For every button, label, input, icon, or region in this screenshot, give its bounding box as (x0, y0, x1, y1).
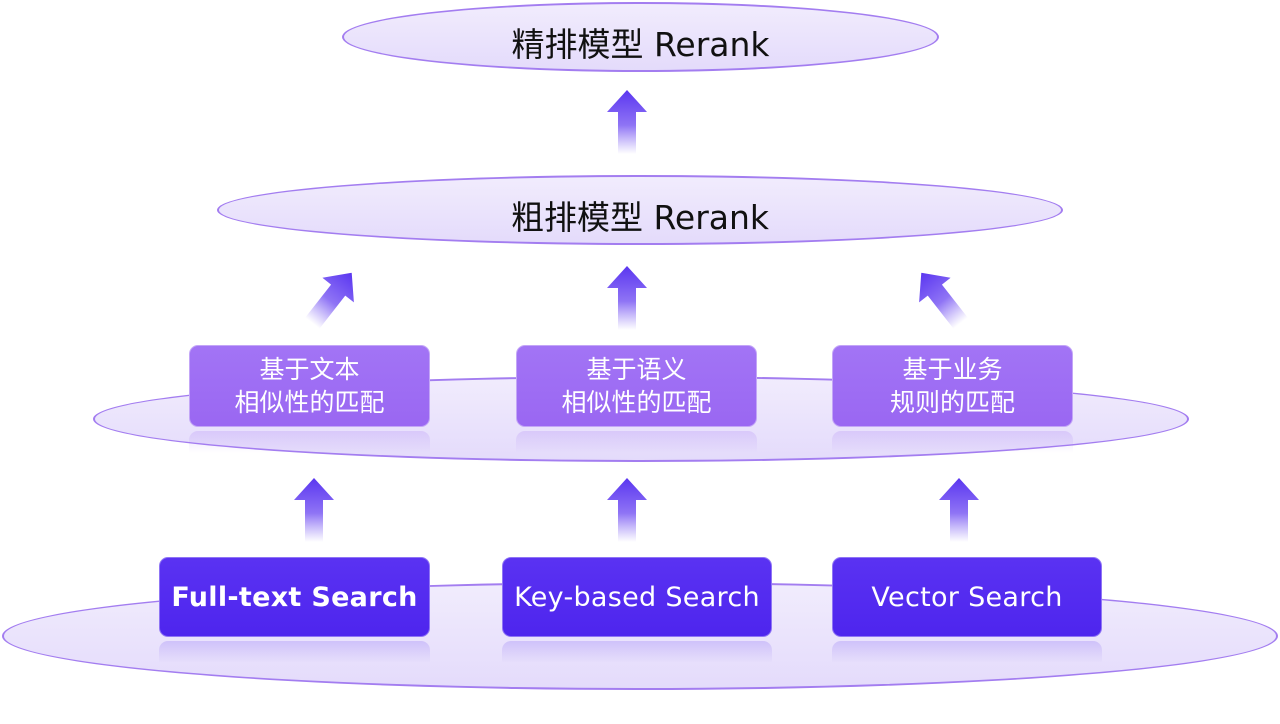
search-box-label: Key-based Search (514, 581, 760, 613)
business-rule-match-box: 基于业务 规则的匹配 (832, 345, 1073, 427)
arrow-up-icon (607, 90, 647, 154)
key-based-search-box: Key-based Search (502, 557, 772, 637)
search-box-label: Full-text Search (171, 581, 418, 613)
search-box-label: Vector Search (871, 581, 1063, 613)
match-box-line2: 规则的匹配 (889, 388, 1015, 417)
arrow-up-icon (939, 478, 979, 542)
match-box-line2: 相似性的匹配 (561, 388, 712, 417)
match-box-line1: 基于语义 (586, 355, 687, 384)
match-box-line1: 基于文本 (259, 355, 360, 384)
text-similarity-match-box: 基于文本 相似性的匹配 (189, 345, 430, 427)
coarse-rerank-ellipse: 粗排模型 Rerank (217, 175, 1063, 245)
semantic-similarity-match-box: 基于语义 相似性的匹配 (516, 345, 757, 427)
coarse-rerank-label: 粗排模型 Rerank (510, 198, 770, 237)
vector-search-box: Vector Search (832, 557, 1102, 637)
arrow-up-right-icon (297, 260, 368, 335)
arrow-up-left-icon (906, 260, 977, 335)
arrow-up-icon (607, 478, 647, 542)
fine-rerank-label: 精排模型 Rerank (511, 25, 770, 64)
fine-rerank-ellipse: 精排模型 Rerank (342, 2, 939, 72)
match-box-line1: 基于业务 (902, 355, 1003, 384)
match-box-line2: 相似性的匹配 (234, 388, 385, 417)
full-text-search-box: Full-text Search (159, 557, 430, 637)
arrow-up-icon (607, 266, 647, 330)
arrow-up-icon (294, 478, 334, 542)
